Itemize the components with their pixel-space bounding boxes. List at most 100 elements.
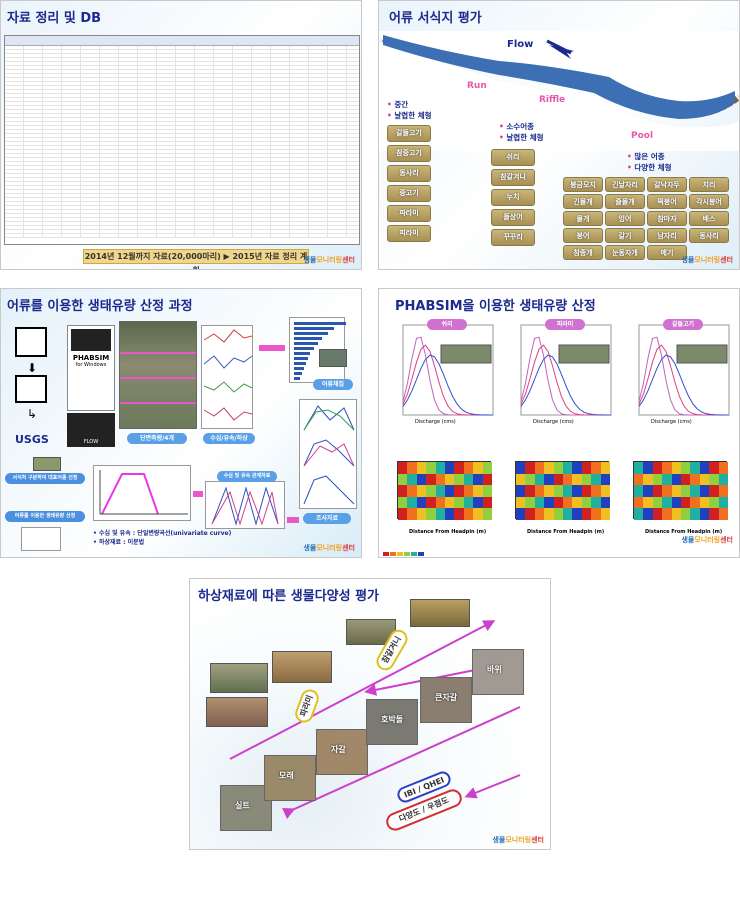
spreadsheet-row — [5, 74, 359, 78]
phabsim-label: PHABSIM — [72, 354, 110, 362]
species-tag: 갈돌고기 — [663, 319, 703, 330]
spreadsheet-row — [5, 234, 359, 238]
survey-caption: 단면측량/4개 — [127, 433, 187, 444]
arrow-right-icon — [259, 345, 285, 351]
substrate-label: 큰자갈 — [435, 693, 458, 702]
fish-label: 메기 — [647, 245, 687, 260]
spreadsheet-row — [5, 58, 359, 62]
fish-photo-1 — [410, 599, 470, 627]
flow-label: Flow — [507, 39, 534, 50]
fish-label: 치리 — [689, 177, 729, 192]
cross-section-charts — [201, 325, 253, 429]
heat-legend — [383, 543, 737, 556]
phabsim-manual: PHABSIM for Windows — [67, 325, 115, 411]
x-axis-label: Discharge (cms) — [651, 419, 692, 425]
spreadsheet-row — [5, 134, 359, 138]
fish-label: 몰개 — [563, 211, 603, 226]
depth-caption: 수심/유속/하상 — [203, 433, 255, 444]
fish-thumb — [33, 457, 61, 471]
arrow-down-icon: ⬇ — [27, 361, 38, 375]
fish-label: 갈기 — [605, 228, 645, 243]
brand-logo: 생물모니터링센터 — [681, 256, 733, 264]
species-bar — [294, 362, 306, 365]
species-bar — [294, 367, 304, 370]
spreadsheet-row — [5, 182, 359, 186]
wua-chart: 갈돌고기 Discharge (cms) — [621, 319, 733, 435]
depth-velocity-lines — [211, 486, 279, 526]
run-label: Run — [467, 81, 487, 91]
fish-label: 참종개 — [563, 245, 603, 260]
fish-label: 피라미 — [387, 225, 431, 242]
species-bar — [294, 342, 318, 345]
brand-logo: 생물모니터링센터 — [492, 836, 544, 844]
x-axis-label: Discharge (cms) — [415, 419, 456, 425]
species-tag: 피라미 — [545, 319, 585, 330]
fish-label: 눈동자개 — [605, 245, 645, 260]
fish-label: 남자리 — [647, 228, 687, 243]
fish-label: 돌상어 — [491, 209, 535, 226]
spreadsheet-row — [5, 230, 359, 234]
spreadsheet-row — [5, 110, 359, 114]
species-bar — [294, 352, 310, 355]
fish-label: 긴몰개 — [563, 194, 603, 209]
spreadsheet-row — [5, 86, 359, 90]
substrate-photo: 큰자갈 — [420, 677, 472, 723]
univariate-curve — [99, 470, 188, 515]
spreadsheet-rows — [5, 46, 359, 238]
fish-photo-5 — [206, 697, 268, 727]
spreadsheet-toolbar — [5, 36, 359, 46]
substrate-photo: 실트 — [220, 785, 272, 831]
spreadsheet-row — [5, 50, 359, 54]
substrate-label: 모래 — [279, 771, 294, 780]
substrate-label: 자갈 — [331, 745, 346, 754]
spreadsheet-row — [5, 102, 359, 106]
habitat-heatmap — [397, 461, 492, 520]
computer-icon — [15, 375, 47, 403]
spreadsheet-row — [5, 178, 359, 182]
corner-arrow-icon: ↳ — [27, 407, 38, 421]
univariate-curve-chart — [93, 465, 191, 521]
fish-label: 참갈겨니 — [491, 169, 535, 186]
spreadsheet-row — [5, 206, 359, 210]
surveyor-icon — [15, 327, 47, 357]
spreadsheet-row — [5, 90, 359, 94]
slide-habitat: 어류 서식지 평가 Flow Run Riffle Pool • 중간 • 날렵… — [378, 0, 740, 270]
slide-title: 어류를 이용한 생태유량 산정 과정 — [7, 299, 193, 314]
depth-velocity-chart — [205, 481, 285, 529]
species-bar — [294, 377, 300, 380]
phabsim-sub: for Windows — [75, 362, 107, 368]
spreadsheet-row — [5, 114, 359, 118]
brand-logo: 생물모니터링센터 — [681, 536, 733, 544]
spreadsheet-row — [5, 118, 359, 122]
cross-section-lines — [203, 329, 253, 421]
bullets-riffle: • 소수어종 • 날렵한 체형 — [499, 122, 544, 142]
fish-label: 동사리 — [387, 165, 431, 182]
fish-label: 떡붕어 — [647, 194, 687, 209]
heat-x-label: Distance From Headpin (m) — [645, 529, 723, 535]
suitability-charts — [299, 399, 357, 509]
spreadsheet-row — [5, 46, 359, 50]
substrate-photo: 바위 — [472, 649, 524, 695]
fish-label: 참마자 — [647, 211, 687, 226]
habitat-heatmap — [515, 461, 610, 520]
heat-x-label: Distance From Headpin (m) — [409, 529, 487, 535]
water-icon — [71, 329, 111, 351]
spreadsheet-row — [5, 62, 359, 66]
spreadsheet-row — [5, 94, 359, 98]
spreadsheet-row — [5, 226, 359, 230]
fish-label: 누치 — [491, 189, 535, 206]
species-bar — [294, 332, 328, 335]
species-tag: 쉬리 — [427, 319, 467, 330]
representative-species-box: 서식처 구분하여 대표어종 선정 — [5, 473, 85, 484]
spreadsheet-row — [5, 54, 359, 58]
heat-x-label: Distance From Headpin (m) — [527, 529, 605, 535]
fish-label: 갈낙자두 — [647, 177, 687, 192]
fish-sampling-photo — [319, 349, 347, 367]
river-diagram — [379, 31, 739, 151]
fish-label: 참중고기 — [387, 145, 431, 162]
fish-label: 붕어 — [563, 228, 603, 243]
species-bar — [294, 322, 346, 325]
species-bar — [294, 337, 322, 340]
